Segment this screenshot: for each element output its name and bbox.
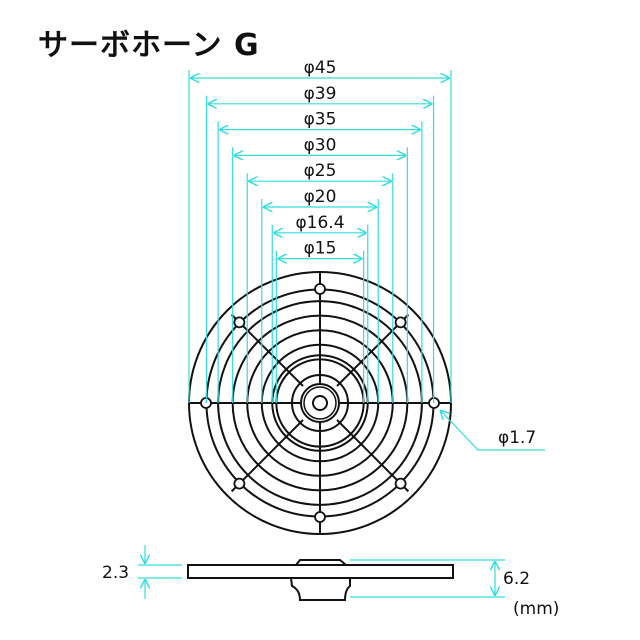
side-bottom-boss bbox=[290, 577, 351, 601]
mounting-hole bbox=[394, 477, 407, 490]
dimension-label: φ20 bbox=[304, 187, 337, 207]
unit-label: (mm) bbox=[513, 599, 559, 619]
dimension-label: φ15 bbox=[304, 239, 337, 259]
mounting-hole bbox=[233, 316, 246, 329]
height-label: 6.2 bbox=[503, 569, 530, 589]
hub-outer bbox=[300, 383, 340, 423]
dimension-label: φ45 bbox=[304, 58, 337, 78]
center-hole bbox=[312, 395, 328, 411]
dimension-label: φ35 bbox=[304, 110, 337, 130]
hole-leader bbox=[440, 410, 545, 451]
side-plate bbox=[187, 564, 454, 579]
hub-inner bbox=[303, 386, 337, 420]
dimension-label: φ30 bbox=[304, 135, 337, 155]
dimension-label: φ16.4 bbox=[295, 213, 344, 233]
thickness-label: 2.3 bbox=[102, 563, 129, 583]
page-title: サーボホーン G bbox=[38, 28, 260, 63]
hub-ring bbox=[291, 374, 349, 432]
dimension-label: φ25 bbox=[304, 161, 337, 181]
dimension-label: φ39 bbox=[304, 84, 337, 104]
mounting-hole bbox=[314, 511, 326, 523]
mounting-hole bbox=[233, 477, 246, 490]
mounting-hole bbox=[394, 316, 407, 329]
side-top-boss bbox=[295, 559, 347, 566]
hole-diameter-label: φ1.7 bbox=[498, 428, 536, 448]
mounting-hole bbox=[314, 283, 326, 295]
